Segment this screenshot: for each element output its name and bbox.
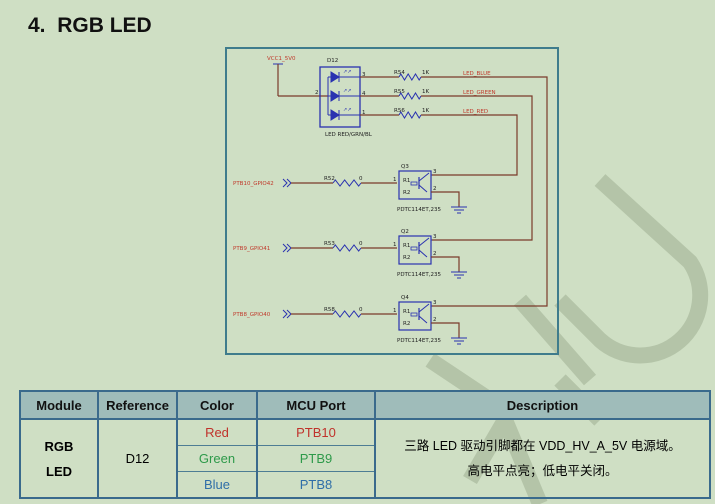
led-resistor-r54: R54 1K LED_BLUE (360, 70, 491, 81)
color-cell-green: Green (176, 445, 258, 472)
led-pin-common: 2 (315, 90, 319, 96)
led-ref: D12 (327, 58, 338, 64)
svg-text:1: 1 (393, 308, 397, 314)
transistor-ref: Q3 (401, 164, 409, 170)
resistor-ref: R58 (324, 307, 335, 313)
section-title: 4. RGB LED (28, 14, 152, 38)
led-diode-red: ↗↗ (328, 107, 360, 121)
color-cell-blue: Blue (176, 471, 258, 498)
ground-icon (451, 337, 467, 345)
resistor-value: 1K (422, 70, 429, 76)
schematic-svg: VCC1_5V0 D12 LED RED/GRN/BL 2 ↗↗ ↗↗ (233, 56, 548, 345)
svg-text:R1: R1 (403, 243, 410, 249)
table-row: Blue PTB8 (20, 471, 710, 498)
net-label: LED_GREEN (463, 90, 496, 96)
resistor-ref: R56 (394, 108, 405, 114)
section-number: 4. (28, 14, 46, 37)
header-module: Module (19, 390, 99, 420)
net-label: LED_BLUE (463, 71, 491, 77)
transistor-part: PDTC114ET,235 (397, 272, 442, 278)
port-cell-red: PTB10 (256, 419, 376, 446)
resistor-value: 0 (359, 307, 363, 313)
header-description: Description (374, 390, 711, 420)
transistor-part: PDTC114ET,235 (397, 207, 442, 213)
resistor-value: 1K (422, 89, 429, 95)
svg-text:R2: R2 (403, 255, 410, 261)
svg-text:R1: R1 (403, 309, 410, 315)
table-row: Green PTB9 (20, 445, 710, 472)
svg-text:R2: R2 (403, 321, 410, 327)
led-pin-red: 1 (362, 110, 366, 116)
led-resistor-r56: R56 1K LED_RED (360, 108, 488, 119)
description-cell: 三路 LED 驱动引脚都在 VDD_HV_A_5V 电源域。 高电平点亮；低电平… (374, 419, 711, 498)
ground-icon (451, 271, 467, 279)
module-line: RGB (44, 438, 74, 454)
port-connector-icon (282, 309, 292, 319)
table-row: RGB LED D12 Red PTB10 三路 LED 驱动引脚都在 VDD_… (19, 419, 711, 498)
port-connector-icon (282, 243, 292, 253)
svg-text:2: 2 (433, 317, 437, 323)
resistor-ref: R52 (324, 176, 335, 182)
resistor-ref: R55 (394, 89, 405, 95)
svg-text:3: 3 (433, 169, 437, 175)
led-diode-blue: ↗↗ (328, 69, 360, 83)
svg-text:R1: R1 (403, 178, 410, 184)
svg-text:↗↗: ↗↗ (343, 69, 351, 75)
color-cell-red: Red (176, 419, 258, 446)
module-cell: RGB LED (19, 419, 99, 498)
led-pin-green: 4 (362, 91, 366, 97)
svg-text:3: 3 (433, 300, 437, 306)
svg-text:↗↗: ↗↗ (343, 88, 351, 94)
gpio-net-label: PTB9_GPIO41 (233, 246, 270, 252)
header-color: Color (176, 390, 258, 420)
transistor-ref: Q2 (401, 229, 409, 235)
pin-table: Module Reference Color MCU Port Descript… (19, 390, 711, 499)
port-cell-green: PTB9 (256, 445, 376, 472)
header-reference: Reference (97, 390, 178, 420)
resistor-ref: R54 (394, 70, 405, 76)
transistor-package (398, 170, 432, 200)
net-label: LED_RED (463, 109, 488, 115)
led-resistor-r55: R55 1K LED_GREEN (360, 89, 496, 100)
power-net-label: VCC1_5V0 (267, 56, 296, 62)
gpio-net-label: PTB8_GPIO40 (233, 312, 271, 318)
led-diode-green: ↗↗ (328, 88, 360, 102)
svg-text:1: 1 (393, 177, 397, 183)
module-line: LED (46, 463, 72, 479)
svg-text:1: 1 (393, 242, 397, 248)
description-line: 三路 LED 驱动引脚都在 VDD_HV_A_5V 电源域。 (404, 438, 681, 453)
led-package (319, 66, 361, 128)
svg-text:2: 2 (433, 251, 437, 257)
resistor-ref: R53 (324, 241, 335, 247)
net-routing (432, 76, 548, 307)
watermark-u-shape (554, 174, 709, 364)
resistor-value: 1K (422, 108, 429, 114)
port-cell-blue: PTB8 (256, 471, 376, 498)
svg-text:3: 3 (433, 234, 437, 240)
resistor-value: 0 (359, 176, 363, 182)
transistor-package (398, 235, 432, 265)
gpio-net-label: PTB10_GPIO42 (233, 181, 274, 187)
svg-text:2: 2 (433, 186, 437, 192)
ground-icon (451, 206, 467, 214)
section-title-text: RGB LED (57, 14, 152, 37)
svg-text:R2: R2 (403, 190, 410, 196)
led-pin-blue: 3 (362, 72, 366, 78)
reference-cell: D12 (97, 419, 178, 498)
header-mcu-port: MCU Port (256, 390, 376, 420)
transistor-part: PDTC114ET,235 (397, 338, 442, 344)
transistor-package (398, 301, 432, 331)
schematic-diagram: VCC1_5V0 D12 LED RED/GRN/BL 2 ↗↗ ↗↗ (225, 47, 559, 355)
svg-text:↗↗: ↗↗ (343, 107, 351, 113)
table-header-row: Module Reference Color MCU Port Descript… (19, 390, 711, 420)
port-connector-icon (282, 178, 292, 188)
transistor-ref: Q4 (401, 295, 409, 301)
description-line: 高电平点亮；低电平关闭。 (467, 463, 618, 478)
resistor-value: 0 (359, 241, 363, 247)
led-part: LED RED/GRN/BL (325, 132, 373, 138)
